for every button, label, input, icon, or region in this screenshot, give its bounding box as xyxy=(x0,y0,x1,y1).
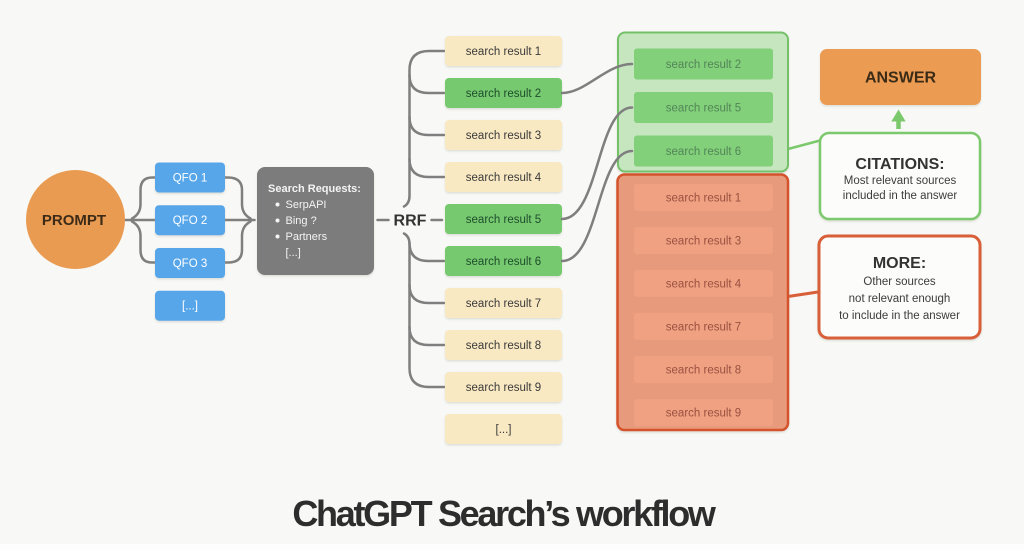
svg-text:search result 8: search result 8 xyxy=(466,340,541,352)
svg-text:ANSWER: ANSWER xyxy=(865,70,937,87)
svg-text:search result 1: search result 1 xyxy=(466,46,541,58)
svg-text:included in the answer: included in the answer xyxy=(843,190,958,202)
svg-text:to include in the answer: to include in the answer xyxy=(839,310,960,322)
svg-text:Partners: Partners xyxy=(286,231,328,243)
svg-text:RRF: RRF xyxy=(394,213,427,230)
svg-text:search result 2: search result 2 xyxy=(666,59,741,71)
svg-text:search result 9: search result 9 xyxy=(466,382,541,394)
svg-text:search result 8: search result 8 xyxy=(666,365,741,377)
svg-text:search result 5: search result 5 xyxy=(466,214,541,226)
svg-text:CITATIONS:: CITATIONS: xyxy=(855,156,944,173)
svg-text:Most relevant sources: Most relevant sources xyxy=(844,175,957,187)
svg-text:search result 3: search result 3 xyxy=(466,130,541,142)
svg-text:MORE:: MORE: xyxy=(873,255,926,272)
svg-text:Search Requests:: Search Requests: xyxy=(268,183,361,195)
svg-text:search result 7: search result 7 xyxy=(466,298,541,310)
svg-text:[...]: [...] xyxy=(182,301,198,313)
svg-text:SerpAPI: SerpAPI xyxy=(286,199,327,211)
svg-text:[...]: [...] xyxy=(286,247,301,259)
svg-text:search result 5: search result 5 xyxy=(666,103,741,115)
svg-text:search result 7: search result 7 xyxy=(666,322,741,334)
svg-text:search result 3: search result 3 xyxy=(666,236,741,248)
svg-text:search result 1: search result 1 xyxy=(666,193,741,205)
svg-text:not relevant enough: not relevant enough xyxy=(849,293,951,305)
svg-text:QFO 3: QFO 3 xyxy=(173,258,208,270)
svg-text:[...]: [...] xyxy=(496,424,512,436)
svg-text:search result 4: search result 4 xyxy=(466,172,542,184)
svg-text:PROMPT: PROMPT xyxy=(42,212,106,229)
svg-text:Bing ?: Bing ? xyxy=(286,215,317,227)
svg-text:ChatGPT Search’s workflow: ChatGPT Search’s workflow xyxy=(292,493,717,534)
svg-text:search result 9: search result 9 xyxy=(666,408,741,420)
svg-text:search result 4: search result 4 xyxy=(666,279,742,291)
svg-text:QFO 2: QFO 2 xyxy=(173,215,208,227)
svg-text:Other sources: Other sources xyxy=(863,276,935,288)
svg-text:search result 6: search result 6 xyxy=(466,256,541,268)
svg-text:search result 2: search result 2 xyxy=(466,88,541,100)
svg-text:QFO 1: QFO 1 xyxy=(173,173,208,185)
svg-text:search result 6: search result 6 xyxy=(666,146,741,158)
